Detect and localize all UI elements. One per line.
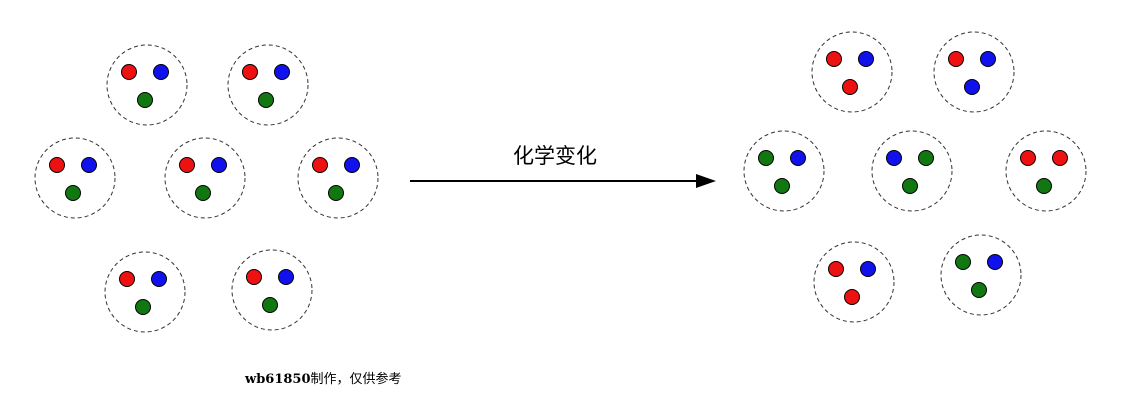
green-atom	[195, 185, 211, 201]
green-atom	[758, 150, 774, 166]
blue-atom	[151, 271, 167, 287]
reactant-molecule	[297, 137, 379, 219]
red-atom	[312, 157, 328, 173]
product-molecule	[940, 234, 1022, 316]
reactant-molecule	[227, 44, 309, 126]
product-molecule	[871, 130, 953, 212]
blue-atom	[344, 157, 360, 173]
molecule-boundary	[104, 251, 186, 333]
molecule-boundary	[227, 44, 309, 126]
molecule-boundary	[811, 31, 893, 113]
red-atom	[1020, 150, 1036, 166]
reactant-molecules	[34, 44, 379, 333]
reactant-molecule	[104, 251, 186, 333]
blue-atom	[980, 51, 996, 67]
red-atom	[49, 157, 65, 173]
green-atom	[65, 185, 81, 201]
credit-author: wb61850	[245, 372, 311, 387]
molecule-boundary	[743, 130, 825, 212]
credit-text: 制作，仅供参考	[310, 372, 402, 387]
blue-atom	[278, 269, 294, 285]
green-atom	[135, 299, 151, 315]
green-atom	[918, 150, 934, 166]
molecule-boundary	[164, 137, 246, 219]
green-atom	[774, 178, 790, 194]
reaction-label: 化学变化	[513, 144, 597, 168]
blue-atom	[987, 254, 1003, 270]
molecule-boundary	[933, 31, 1015, 113]
red-atom	[179, 157, 195, 173]
blue-atom	[211, 157, 227, 173]
blue-atom	[858, 51, 874, 67]
green-atom	[258, 92, 274, 108]
reactant-molecule	[34, 137, 116, 219]
red-atom	[121, 64, 137, 80]
green-atom	[971, 282, 987, 298]
blue-atom	[274, 64, 290, 80]
credit-note: wb61850制作，仅供参考	[245, 368, 402, 387]
green-atom	[137, 92, 153, 108]
blue-atom	[860, 261, 876, 277]
product-molecule	[811, 31, 893, 113]
reactant-molecule	[164, 137, 246, 219]
molecule-boundary	[813, 241, 895, 323]
red-atom	[1052, 150, 1068, 166]
molecule-boundary	[34, 137, 116, 219]
red-atom	[246, 269, 262, 285]
red-atom	[948, 51, 964, 67]
red-atom	[842, 79, 858, 95]
blue-atom	[790, 150, 806, 166]
molecule-boundary	[231, 249, 313, 331]
product-molecule	[1005, 130, 1087, 212]
molecule-boundary	[871, 130, 953, 212]
blue-atom	[81, 157, 97, 173]
product-molecules	[743, 31, 1087, 323]
blue-atom	[153, 64, 169, 80]
product-molecule	[933, 31, 1015, 113]
red-atom	[828, 261, 844, 277]
green-atom	[955, 254, 971, 270]
reactant-molecule	[106, 44, 188, 126]
product-molecule	[813, 241, 895, 323]
green-atom	[1036, 178, 1052, 194]
red-atom	[844, 289, 860, 305]
green-atom	[262, 297, 278, 313]
reactant-molecule	[231, 249, 313, 331]
red-atom	[119, 271, 135, 287]
blue-atom	[964, 79, 980, 95]
red-atom	[242, 64, 258, 80]
blue-atom	[886, 150, 902, 166]
molecule-boundary	[297, 137, 379, 219]
red-atom	[826, 51, 842, 67]
reaction-arrow	[410, 174, 716, 188]
molecule-boundary	[1005, 130, 1087, 212]
molecule-boundary	[940, 234, 1022, 316]
product-molecule	[743, 130, 825, 212]
green-atom	[328, 185, 344, 201]
molecule-boundary	[106, 44, 188, 126]
green-atom	[902, 178, 918, 194]
